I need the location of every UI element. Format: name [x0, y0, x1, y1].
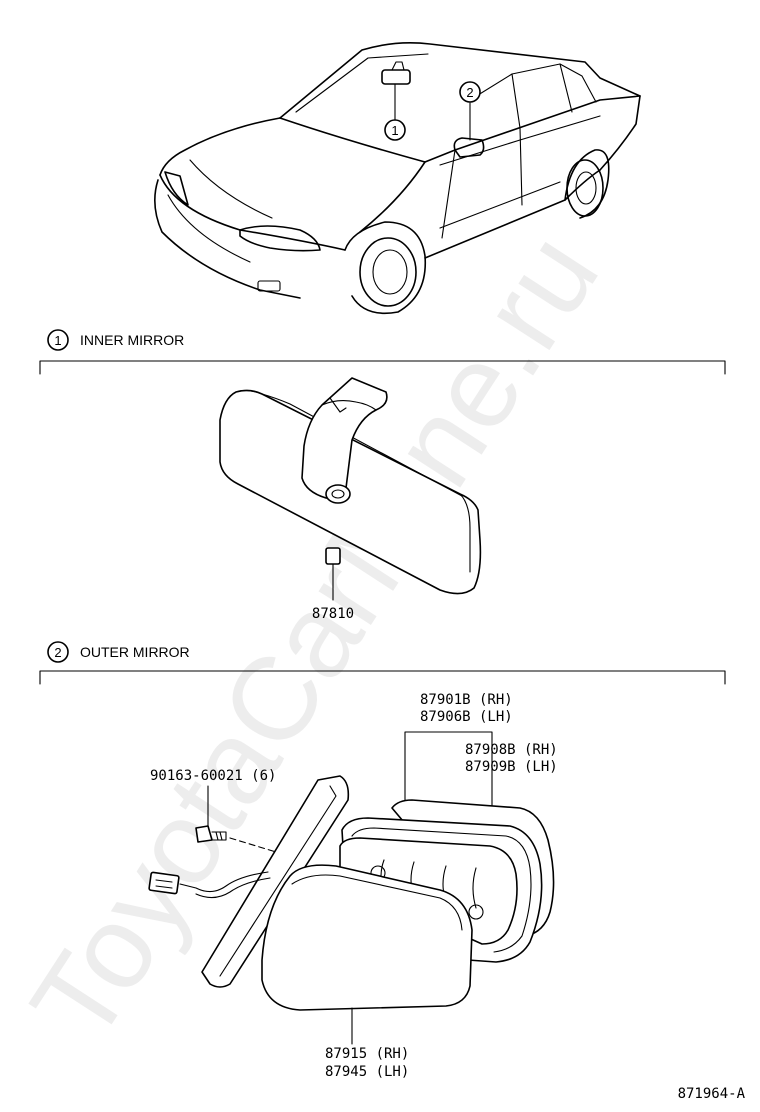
callout-1-number: 1: [391, 123, 398, 138]
section-1-number: 1: [54, 333, 61, 348]
callout-2-number: 2: [466, 85, 473, 100]
car-illustration: [154, 42, 641, 315]
part-number-outer-mirror-lh: 87906B (LH): [420, 709, 513, 725]
part-number-cover-rh: 87915 (RH): [325, 1046, 409, 1062]
section-1-header: 1 INNER MIRROR: [39, 329, 726, 375]
part-number-cover-lh: 87945 (LH): [325, 1064, 409, 1080]
part-number-outer-mirror-rh: 87901B (RH): [420, 692, 513, 708]
section-2-header: 2 OUTER MIRROR: [39, 641, 726, 685]
part-number-mirror-glass-rh: 87908B (RH): [465, 742, 558, 758]
leader-outer-mirror: [404, 731, 493, 809]
section-1-title: INNER MIRROR: [80, 332, 184, 348]
part-number-mirror-glass-lh: 87909B (LH): [465, 759, 558, 775]
section-2-number: 2: [54, 645, 61, 660]
part-number-inner-mirror: 87810: [312, 606, 354, 622]
outer-mirror-drawing: [148, 775, 555, 1011]
callout-1-car: 1: [384, 83, 406, 141]
callout-2-car: 2: [459, 81, 481, 141]
figure-id: 871964-A: [678, 1086, 746, 1102]
part-number-screw: 90163-60021 (6): [150, 768, 276, 784]
section-2-title: OUTER MIRROR: [80, 644, 190, 660]
inner-mirror-drawing: [219, 377, 482, 601]
